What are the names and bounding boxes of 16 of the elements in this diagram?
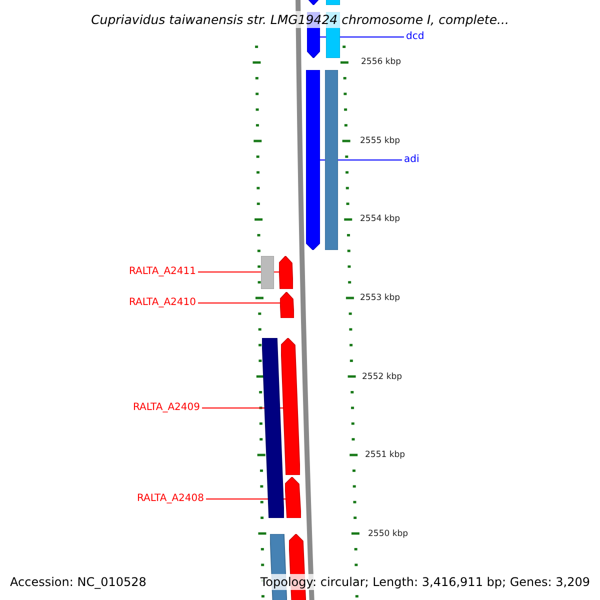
gene-label: RALTA_A2408 xyxy=(136,493,204,505)
scale-label: 2552 kbp xyxy=(362,372,402,382)
scale-label: 2554 kbp xyxy=(360,214,400,224)
genome-info-text: Topology: circular; Length: 3,416,911 bp; Genes: 3,209 xyxy=(258,574,592,590)
scale-label: 2550 kbp xyxy=(368,529,408,539)
gene-label: adi xyxy=(404,154,420,166)
scale-label: 2556 kbp xyxy=(361,57,402,67)
scale-label: 2551 kbp xyxy=(365,450,406,460)
gene-label: RALTA_A2411 xyxy=(128,266,196,278)
gene-label: RALTA_A2409 xyxy=(132,402,200,414)
gene-label: dcd xyxy=(406,31,424,43)
leader-line xyxy=(198,302,281,304)
scale-label: 2555 kbp xyxy=(360,136,400,146)
accession-text: Accession: NC_010528 xyxy=(8,574,148,590)
gene-label: RALTA_A2410 xyxy=(128,297,196,309)
scale-label: 2553 kbp xyxy=(360,293,400,303)
